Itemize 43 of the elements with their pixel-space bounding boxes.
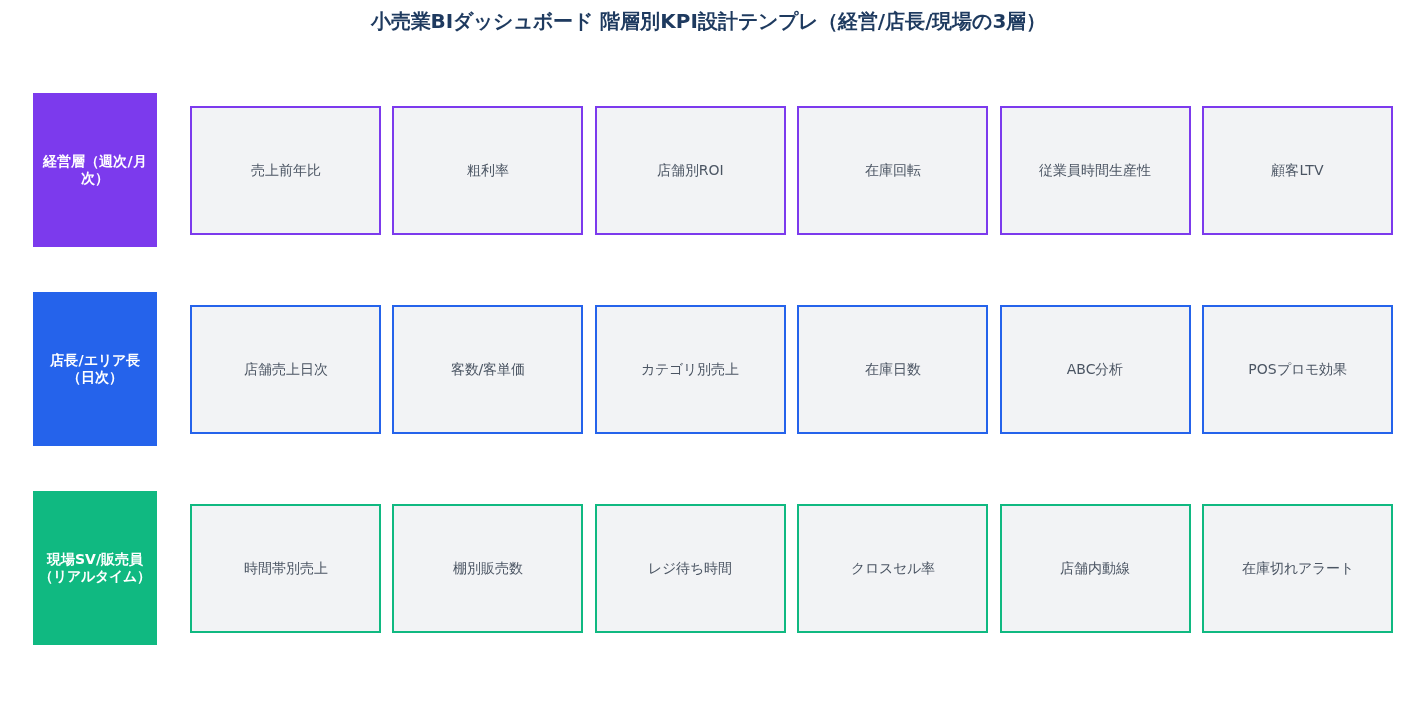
kpi-label: POSプロモ効果 (1248, 360, 1347, 379)
kpi-box (999, 305, 1191, 434)
tier-label-box (33, 292, 157, 446)
kpi-label: 在庫日数 (864, 360, 921, 379)
kpi-box (190, 106, 381, 235)
kpi-label: 売上前年比 (250, 161, 321, 180)
kpi-label: ABC分析 (1066, 360, 1124, 379)
tier-label-box (33, 491, 157, 645)
kpi-box (190, 305, 381, 434)
kpi-box (594, 106, 786, 235)
tier-label-box (33, 93, 157, 247)
tier-label: 現場SV/販売員（リアルタイム） (38, 550, 152, 586)
kpi-label: 店舗別ROI (656, 161, 724, 180)
kpi-box (594, 504, 786, 633)
kpi-label: カテゴリ別売上 (641, 360, 740, 379)
kpi-label: 従業員時間生産性 (1039, 161, 1152, 180)
kpi-label: レジ待ち時間 (648, 559, 733, 578)
kpi-label: 在庫切れアラート (1241, 559, 1354, 578)
kpi-label: 店舗内動線 (1060, 559, 1131, 578)
tier-label: 経営層（週次/月次） (41, 152, 148, 188)
kpi-label: 棚別販売数 (452, 559, 523, 578)
kpi-box (999, 504, 1191, 633)
diagram-title: 小売業BIダッシュボード 階層別KPI設計テンプレ（経営/店長/現場の3層） (369, 8, 1048, 35)
kpi-label: 粗利率 (466, 161, 509, 180)
kpi-box (797, 504, 989, 633)
kpi-label: クロスセル率 (850, 559, 935, 578)
kpi-label: 顧客LTV (1271, 161, 1324, 180)
kpi-box (392, 305, 584, 434)
kpi-box (1202, 305, 1393, 434)
kpi-label: 客数/客単価 (450, 360, 526, 379)
kpi-box (1202, 106, 1393, 235)
kpi-box (594, 305, 786, 434)
kpi-label: 時間帯別売上 (243, 559, 328, 578)
kpi-box (392, 106, 584, 235)
kpi-box (797, 305, 989, 434)
kpi-box (1202, 504, 1393, 633)
kpi-box (999, 106, 1191, 235)
kpi-label: 在庫回転 (864, 161, 921, 180)
kpi-box (392, 504, 584, 633)
kpi-label: 店舗売上日次 (243, 360, 328, 379)
kpi-box (190, 504, 381, 633)
kpi-box (797, 106, 989, 235)
tier-label: 店長/エリア長（日次） (49, 351, 141, 387)
